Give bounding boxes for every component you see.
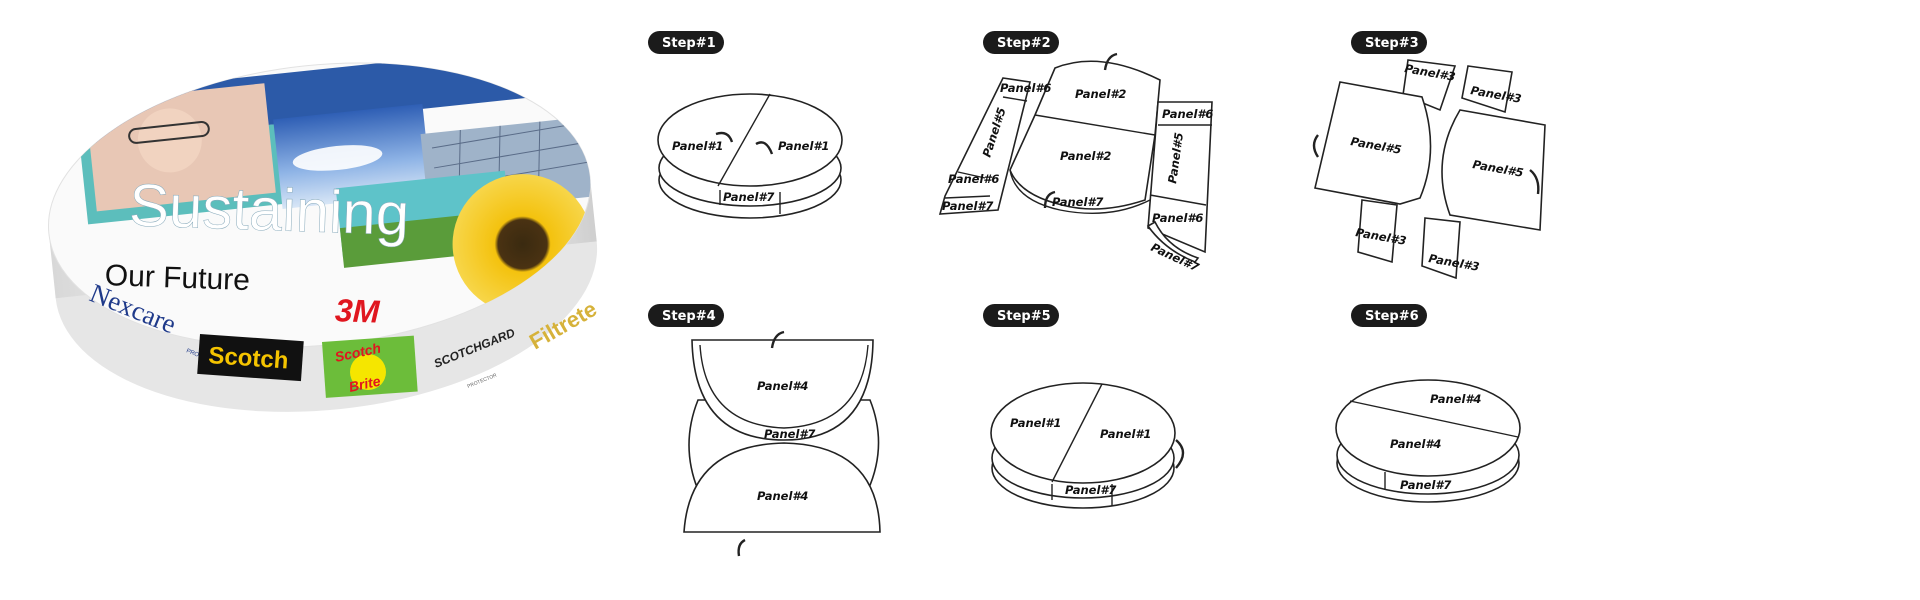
panel-label: Panel#2: [1075, 87, 1126, 101]
panel-label: Panel#4: [1390, 437, 1441, 451]
panel-label: Panel#1: [778, 139, 829, 153]
step-badge-6: Step#6: [1351, 304, 1427, 327]
step-label: Step#6: [1365, 309, 1419, 324]
panel-label: Panel#7: [764, 427, 815, 441]
step-badge-5: Step#5: [983, 304, 1059, 327]
rotate-arrow-icon: [1312, 134, 1320, 158]
panel-label: Panel#6: [1162, 107, 1213, 121]
rotate-arrow-icon: [770, 330, 785, 349]
rotate-arrow-icon: [1103, 52, 1118, 71]
scotch-logo: Scotch: [208, 342, 290, 375]
step-badge-4: Step#4: [648, 304, 724, 327]
panel-label: Panel#2: [1060, 149, 1111, 163]
title-sustaining: Sustaining: [128, 171, 410, 248]
step-label: Step#3: [1365, 36, 1419, 51]
rotate-arrow-icon: [755, 141, 774, 155]
step-3-diagram: Panel#3 Panel#3 Panel#5 Panel#5 Panel#3 …: [1312, 59, 1546, 280]
step-badge-3: Step#3: [1351, 31, 1427, 54]
panel-label: Panel#7: [723, 190, 774, 204]
step-2-diagram: Panel#6 Panel#2 Panel#5 Panel#6 Panel#2 …: [938, 52, 1213, 274]
panel-label: Panel#7: [942, 199, 993, 213]
rotate-arrow-icon: [1175, 439, 1185, 469]
panel-label: Panel#6: [1152, 211, 1203, 225]
rotate-arrow-icon: [1043, 190, 1056, 209]
step-badge-1: Step#1: [648, 31, 724, 54]
panel-label: Panel#7: [1400, 478, 1451, 492]
rotate-arrow-icon: [1529, 169, 1540, 195]
panel-label: Panel#4: [757, 489, 808, 503]
panel-label: Panel#1: [1100, 427, 1151, 441]
step-badge-2: Step#2: [983, 31, 1059, 54]
panel-label: Panel#6: [948, 172, 999, 186]
scotch-brite-logo-2: Brite: [347, 373, 382, 395]
panel-label: Panel#1: [1010, 416, 1061, 430]
title-our-future: Our Future: [104, 259, 250, 297]
step-label: Step#4: [662, 309, 716, 324]
step-label: Step#2: [997, 36, 1051, 51]
step-label: Step#1: [662, 36, 716, 51]
panel-label: Panel#7: [1052, 195, 1103, 209]
brand-3m-logo: 3M: [334, 292, 381, 330]
step-6-diagram: Panel#4 Panel#4 Panel#7: [1335, 379, 1521, 503]
product-box: Sustaining Our Future 3M: [47, 44, 598, 412]
step-4-diagram: Panel#4 Panel#7 Panel#4: [683, 330, 881, 557]
rotate-arrow-icon: [715, 131, 734, 143]
scotch-logo-bg: [197, 334, 304, 382]
panel-label: Panel#7: [1065, 483, 1116, 497]
step-label: Step#5: [997, 309, 1051, 324]
panel-label: Panel#6: [1000, 81, 1051, 95]
step-5-diagram: Panel#1 Panel#1 Panel#7: [990, 382, 1185, 509]
step-1-diagram: Panel#1 Panel#1 Panel#7: [657, 93, 843, 219]
rotate-arrow-icon: [737, 538, 746, 557]
panel-label: Panel#4: [757, 379, 808, 393]
panel-label: Panel#4: [1430, 392, 1481, 406]
panel-label: Panel#1: [672, 139, 723, 153]
